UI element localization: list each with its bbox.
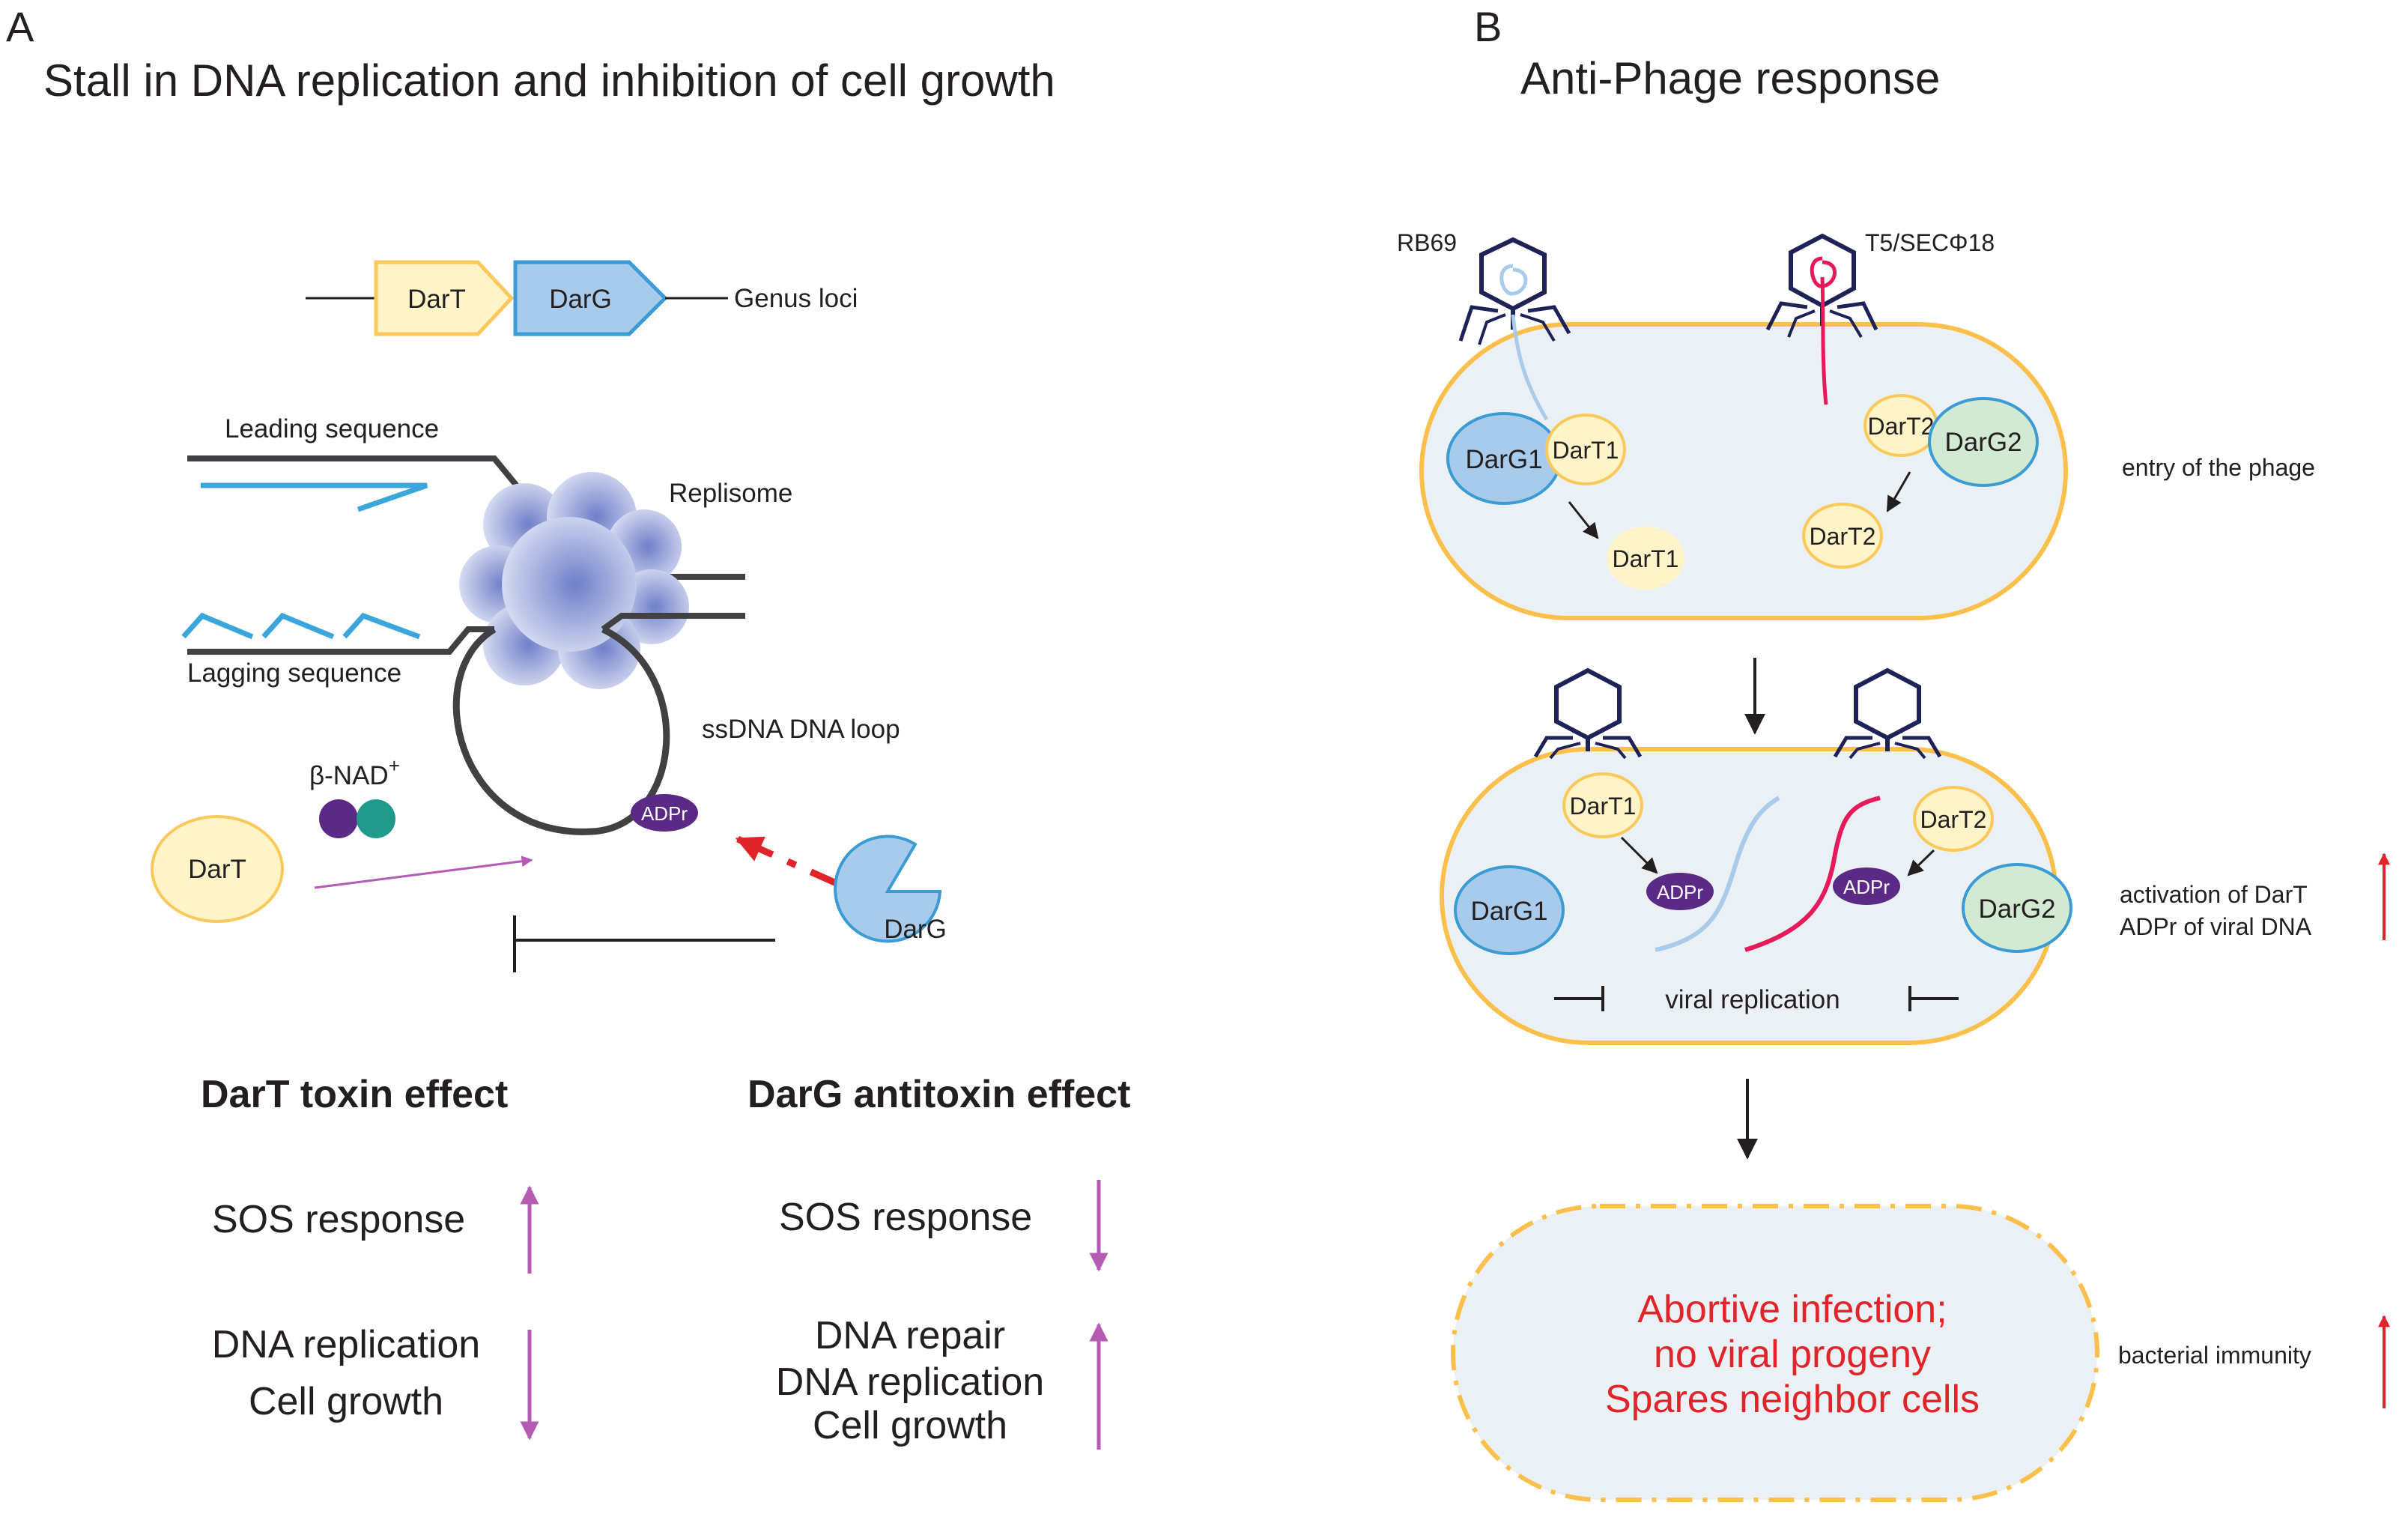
immunity-label: bacterial immunity [2118,1342,2311,1369]
entry-label: entry of the phage [2122,454,2315,481]
replisome-shape [459,472,689,689]
lagging-sequence-label: Lagging sequence [187,658,401,688]
lagging-parent-strand [187,626,494,655]
darg-removal-arrow [735,835,848,891]
cell1-dart1-release-arrow [1568,501,1599,539]
genus-locus: DarT DarG Genus loci [306,260,858,336]
cell2-dart2 [1913,786,1994,852]
okazaki-fragments [181,612,421,640]
darg-protein-label: DarG [884,915,947,944]
nad-label: β-NAD+ [309,754,400,790]
adpr-label: ADPr [641,802,688,825]
phage-t5-label: T5/SECΦ18 [1865,229,1995,256]
cell1-dart1-free-label: DarT1 [1613,545,1679,572]
panel-a-title: Stall in DNA replication and inhibition … [43,55,1055,106]
cell1-darg2 [1928,397,2039,487]
cell2-dart1 [1562,772,1643,838]
dart-protein-label: DarT [188,855,246,884]
panel-b-letter: B [1474,3,1502,50]
outcome-line3: Spares neighbor cells [1605,1378,1980,1421]
cell-3-abortive [1451,1204,2099,1502]
dart-gene-label: DarT [407,285,466,314]
dart-protein [151,815,284,923]
replisome-label: Replisome [669,479,792,508]
dart-effect-sos: SOS response [212,1198,465,1241]
panel-a: A Stall in DNA replication and inhibitio… [6,3,1130,1450]
cell1-dart2-free [1802,503,1883,569]
cell1-dart1-label: DarT1 [1553,437,1619,464]
ssdna-loop [452,626,670,835]
darg-gene-label: DarG [549,285,612,314]
darg-pacman [834,835,942,943]
nad-purple-dot [319,799,358,838]
darg-effect-growth: Cell growth [813,1404,1007,1447]
cell1-dart2-label: DarT2 [1868,413,1935,440]
cell2-dart2-label: DarT2 [1920,806,1987,833]
darg-gene-arrow [513,260,668,336]
cell2-dart1-arrow [1620,836,1658,874]
viral-dna-t5 [1744,796,1881,952]
adpr-mark [631,794,698,832]
dart-effect-block: DarT toxin effect SOS response DNA repli… [201,1073,539,1441]
phage-t5 [1765,233,1878,405]
phage-ghost-2 [1833,667,1942,760]
cell1-darg1-label: DarG1 [1465,445,1542,474]
genus-loci-label: Genus loci [734,284,858,313]
cell1-dart2-release-arrow [1886,471,1911,512]
darg-effect-block: DarG antitoxin effect SOS response DNA r… [747,1073,1130,1450]
phage-ghost-1 [1533,667,1643,760]
cell1-dart2-free-label: DarT2 [1810,523,1876,550]
panel-b: B Anti-Phage response RB69 T5/SEC [1397,3,2390,1502]
dart-modification-arrow [314,856,533,889]
cell2-darg1-label: DarG1 [1470,897,1547,926]
phage-rb69 [1458,237,1571,421]
leading-new-strand [201,482,428,512]
cell2-dart2-arrow [1907,849,1935,876]
dart-effect-replication: DNA replication [212,1323,480,1366]
cell2-adpr-1-label: ADPr [1657,881,1703,903]
dart-effect-heading: DarT toxin effect [201,1073,508,1116]
cell2-darg2-label: DarG2 [1978,894,2055,924]
panel-a-letter: A [6,3,34,50]
fork-inner-strand [601,613,745,632]
cell2-dart1-label: DarT1 [1570,793,1637,820]
phage-rb69-label: RB69 [1397,229,1457,256]
darg-effect-heading: DarG antitoxin effect [747,1073,1130,1116]
cell1-darg2-label: DarG2 [1944,428,2022,457]
outcome-line1: Abortive infection; [1637,1288,1947,1331]
darg-effect-replication: DNA replication [776,1360,1044,1404]
cell2-darg1 [1454,865,1565,955]
cell2-adpr-2 [1833,867,1900,905]
cell2-adpr-1 [1646,873,1714,910]
cell2-adpr-2-label: ADPr [1843,876,1890,898]
cell2-darg2 [1962,863,2072,953]
activation-label-line2: ADPr of viral DNA [2120,913,2312,940]
darg-effect-repair: DNA repair [815,1314,1005,1357]
viral-dna-rb69 [1655,796,1780,952]
outcome-line2: no viral progeny [1654,1333,1931,1376]
activation-label-line1: activation of DarT [2120,881,2308,908]
viral-replication-label: viral replication [1665,985,1840,1014]
darg-effect-sos: SOS response [779,1196,1032,1239]
replication-fork: Leading sequence Replisome Lag [181,414,900,835]
cell1-dart1-free [1607,527,1684,590]
ssdna-loop-label: ssDNA DNA loop [702,715,900,744]
nad-teal-dot [357,799,395,838]
leading-sequence-label: Leading sequence [225,414,439,443]
dart-gene-arrow [374,260,515,336]
cell1-dart1 [1545,414,1626,485]
dart-effect-growth: Cell growth [249,1380,443,1423]
panel-b-title: Anti-Phage response [1520,53,1940,103]
